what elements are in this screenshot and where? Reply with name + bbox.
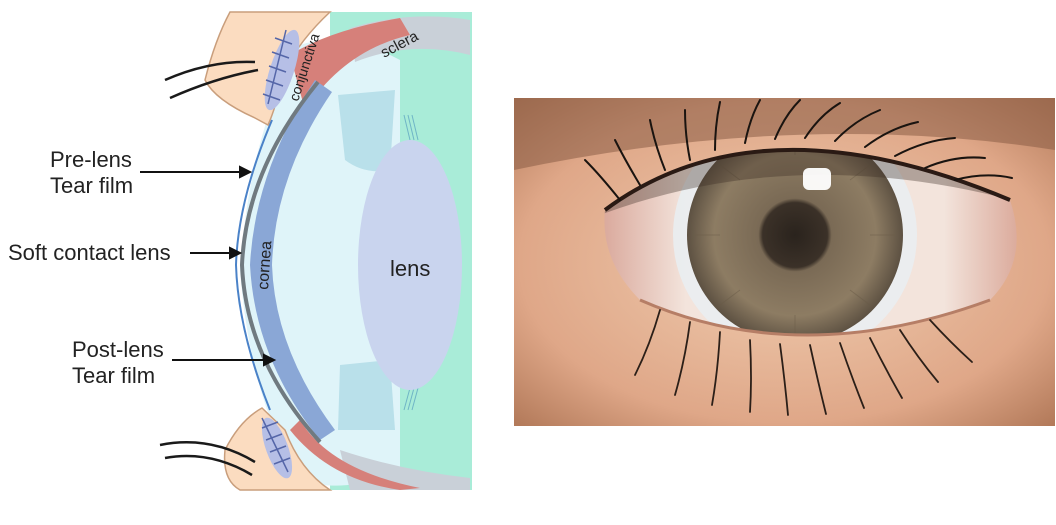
eye-photograph	[514, 98, 1055, 426]
cornea-label: cornea	[255, 240, 275, 290]
photo-catchlight	[803, 168, 831, 190]
eye-cross-section-diagram: lens cornea conjunctiva sclera	[140, 12, 472, 490]
lens-label: lens	[390, 256, 430, 281]
